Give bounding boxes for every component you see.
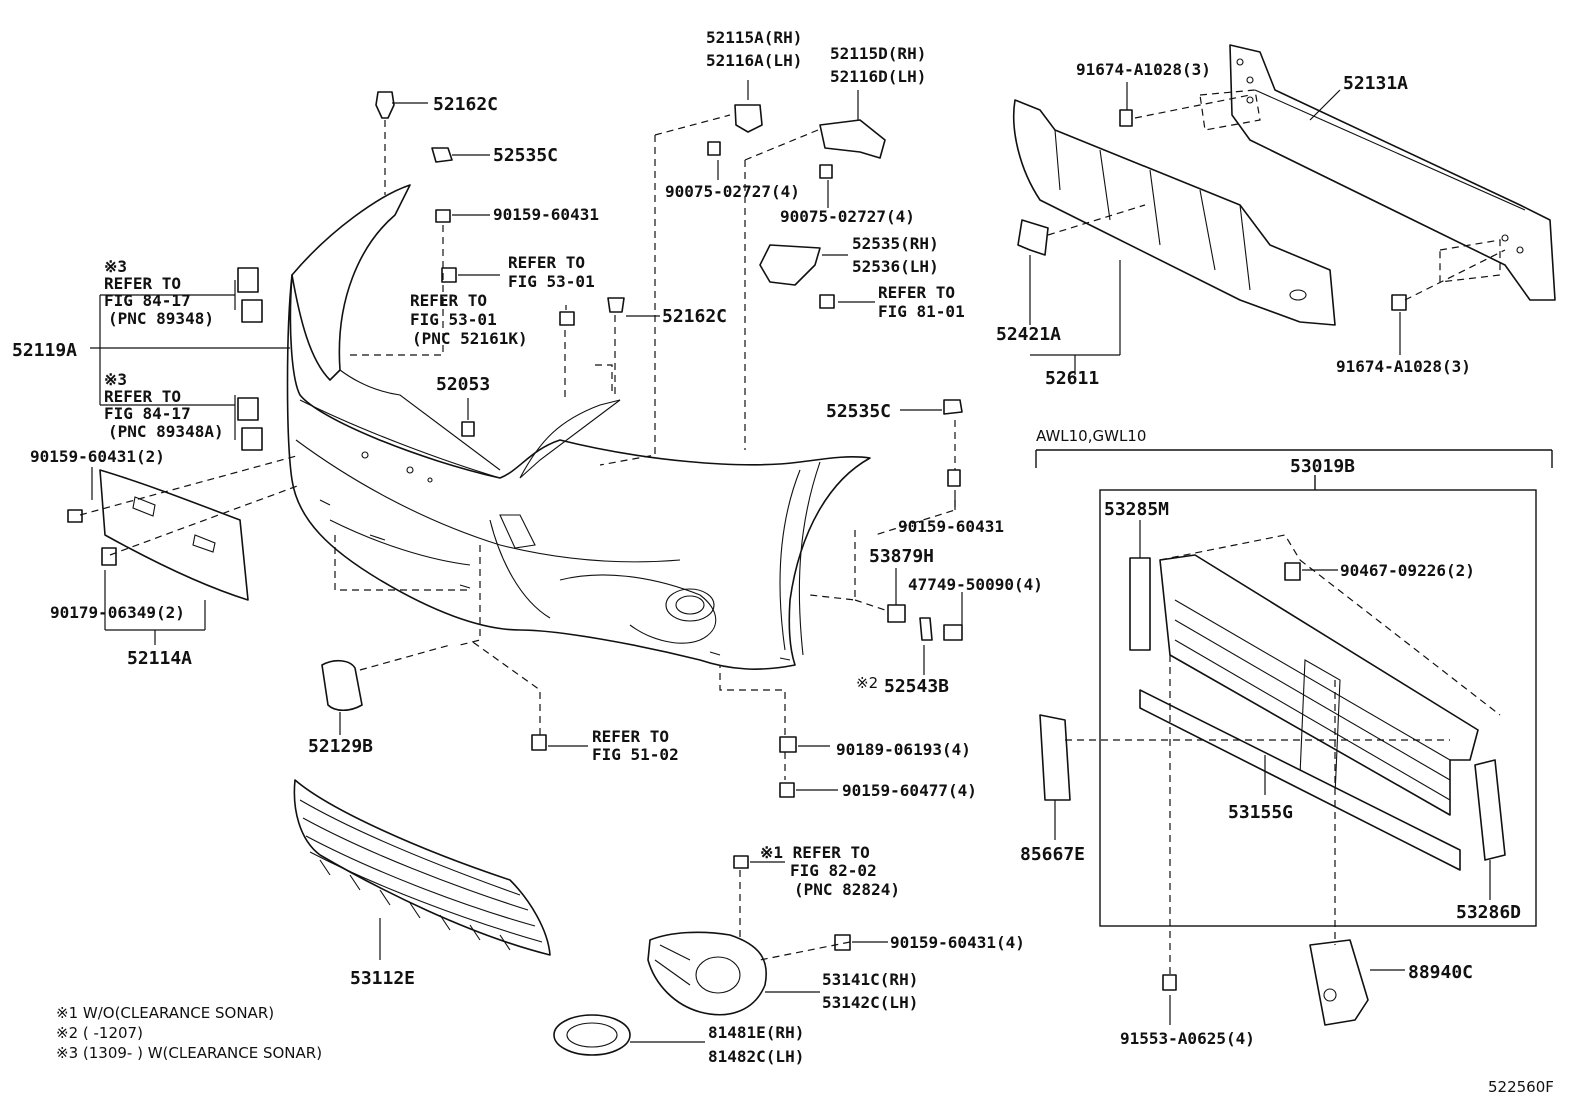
part-number-label: 53879H bbox=[869, 546, 934, 567]
dashed-connectors bbox=[79, 89, 1506, 975]
part-number-label: 91553-A0625(4) bbox=[1120, 1029, 1255, 1048]
part-number-label: 53019B bbox=[1290, 456, 1355, 477]
part-number-label: 52131A bbox=[1343, 73, 1408, 94]
part-number-label: 52611 bbox=[1045, 368, 1099, 389]
part-number-label: 88940C bbox=[1408, 962, 1473, 983]
part-number-label: 52053 bbox=[436, 374, 490, 395]
part-number-label: 53142C(LH) bbox=[822, 993, 918, 1012]
license-plate-bracket bbox=[99, 469, 249, 601]
bumper-stay bbox=[1017, 219, 1049, 256]
fig-reference: ※3 REFER TO FIG 84-17 (PNC 89348) bbox=[104, 257, 214, 328]
fig-reference: ※3 REFER TO FIG 84-17 (PNC 89348A) bbox=[104, 370, 224, 441]
fig-reference: REFER TO FIG 53-01 bbox=[508, 253, 595, 291]
part-number-label: 90159-60477(4) bbox=[842, 781, 977, 800]
side-brackets bbox=[734, 104, 886, 286]
part-number-label: 90075-02727(4) bbox=[780, 207, 915, 226]
front-bumper-cover bbox=[286, 184, 871, 670]
part-number-label: 52535C bbox=[826, 401, 891, 422]
part-number-label: 52119A bbox=[12, 340, 77, 361]
part-number-label: 90159-60431(4) bbox=[890, 933, 1025, 952]
part-number-label: 52535C bbox=[493, 145, 558, 166]
part-number-label: 90159-60431 bbox=[898, 517, 1004, 536]
fog-lamp-cover bbox=[553, 1014, 631, 1056]
part-number-label: 53141C(RH) bbox=[822, 970, 918, 989]
part-number-label: 52536(LH) bbox=[852, 257, 939, 276]
part-number-label: 81482C(LH) bbox=[708, 1047, 804, 1066]
part-number-label: 90189-06193(4) bbox=[836, 740, 971, 759]
reference-notes: REFER TO FIG 53-01 REFER TO FIG 53-01 (P… bbox=[104, 253, 965, 899]
part-number-label: 53285M bbox=[1104, 499, 1169, 520]
part-number-label: 81481E(RH) bbox=[708, 1023, 804, 1042]
model-group-label: AWL10,GWL10 bbox=[1036, 427, 1146, 445]
footnote: ※3 (1309- ) W(CLEARANCE SONAR) bbox=[56, 1044, 322, 1062]
part-number-label: 53155G bbox=[1228, 802, 1293, 823]
fog-lamp-bezel bbox=[647, 931, 767, 1016]
fig-reference: REFER TO FIG 81-01 bbox=[878, 283, 965, 321]
shutter-assembly bbox=[1039, 554, 1506, 1026]
part-number-label: 91674-A1028(3) bbox=[1336, 357, 1471, 376]
part-number-label: 53112E bbox=[350, 968, 415, 989]
part-number-label: 90075-02727(4) bbox=[665, 182, 800, 201]
part-number-label: 47749-50090(4) bbox=[908, 575, 1043, 594]
footnotes: ※1 W/O(CLEARANCE SONAR) ※2 ( -1207) ※3 (… bbox=[56, 1004, 322, 1062]
part-number-label: 52115D(RH) bbox=[830, 44, 926, 63]
leader-lines bbox=[91, 80, 1491, 1043]
part-number-label: 52162C bbox=[433, 94, 498, 115]
part-number-label: 52116D(LH) bbox=[830, 67, 926, 86]
part-number-label: 90467-09226(2) bbox=[1340, 561, 1475, 580]
callout-bracket-52119a bbox=[90, 280, 290, 440]
part-number-label: 52114A bbox=[127, 648, 192, 669]
fig-reference: REFER TO FIG 53-01 (PNC 52161K) bbox=[410, 291, 528, 348]
bumper-reinforcement bbox=[1229, 44, 1556, 301]
note-mark: ※2 bbox=[856, 674, 878, 692]
part-number-label: 52535(RH) bbox=[852, 234, 939, 253]
part-number-label: 90179-06349(2) bbox=[50, 603, 185, 622]
part-number-label: 53286D bbox=[1456, 902, 1521, 923]
part-number-label: 52421A bbox=[996, 324, 1061, 345]
part-number-label: 52129B bbox=[308, 736, 373, 757]
part-number-label: 85667E bbox=[1020, 844, 1085, 865]
footnote: ※1 W/O(CLEARANCE SONAR) bbox=[56, 1004, 274, 1022]
part-labels: 52115A(RH) 52116A(LH) 52115D(RH) 52116D(… bbox=[12, 28, 1521, 1066]
part-number-label: 90159-60431(2) bbox=[30, 447, 165, 466]
part-number-label: 91674-A1028(3) bbox=[1076, 60, 1211, 79]
part-number-label: 52116A(LH) bbox=[706, 51, 802, 70]
fig-reference: REFER TO FIG 51-02 bbox=[592, 727, 679, 764]
part-number-label: 52162C bbox=[662, 306, 727, 327]
lower-grille bbox=[293, 779, 551, 956]
part-number-label: 90159-60431 bbox=[493, 205, 599, 224]
footnote: ※2 ( -1207) bbox=[56, 1024, 143, 1042]
part-number-label: 52115A(RH) bbox=[706, 28, 802, 47]
tow-hook-cover bbox=[321, 659, 363, 712]
part-number-label: 52543B bbox=[884, 676, 949, 697]
diagram-id: 522560F bbox=[1488, 1078, 1554, 1096]
group-box-53019b bbox=[1035, 449, 1553, 927]
bumper-energy-absorber bbox=[1012, 99, 1336, 326]
fig-reference: ※1 REFER TO FIG 82-02 (PNC 82824) bbox=[760, 843, 900, 899]
